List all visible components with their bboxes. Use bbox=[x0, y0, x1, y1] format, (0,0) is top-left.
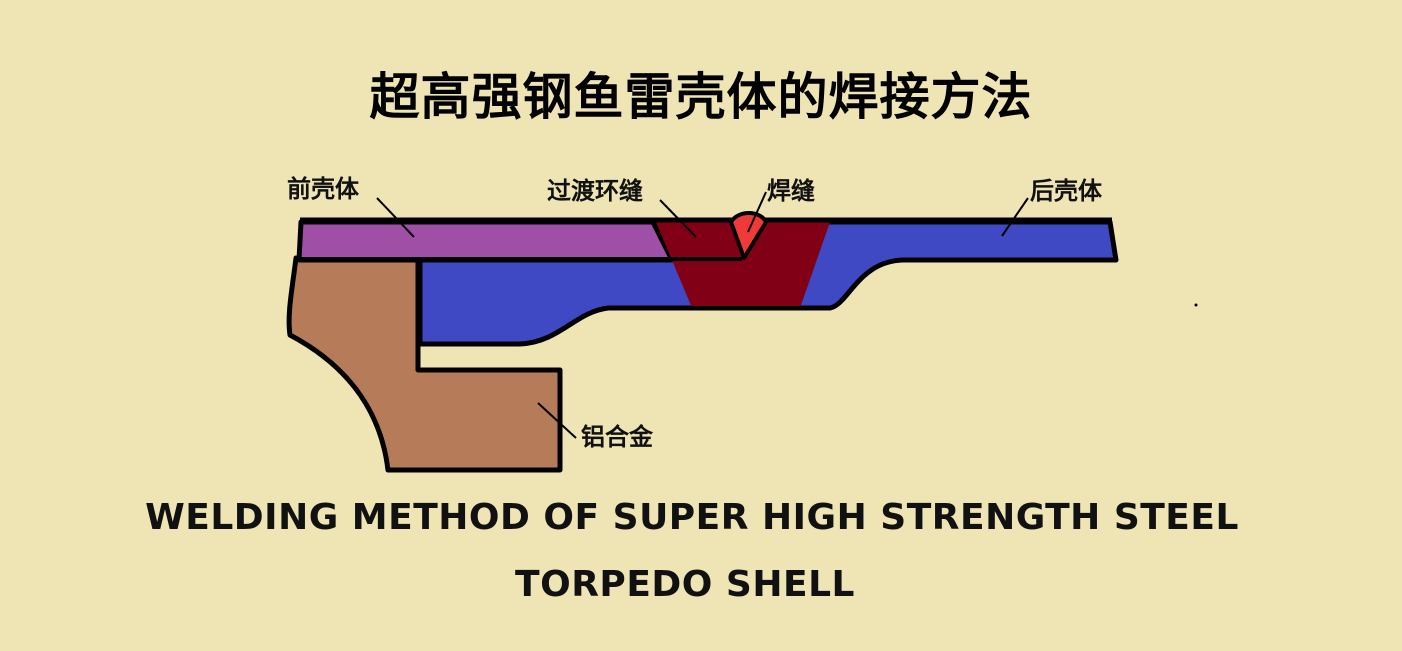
rear-shell-label: 后壳体 bbox=[1030, 177, 1102, 205]
aluminum-alloy-label: 铝合金 bbox=[581, 423, 653, 451]
transition-ring-leader bbox=[659, 199, 697, 238]
chinese-title: 超高强钢鱼雷壳体的焊接方法 bbox=[369, 68, 1033, 126]
aluminum-alloy-part bbox=[286, 255, 563, 473]
front-shell-part bbox=[296, 219, 675, 263]
rear-shell-leader bbox=[1001, 197, 1029, 237]
front-shell-leader bbox=[376, 197, 415, 238]
english-title-line-1: WELDING METHOD OF SUPER HIGH STRENGTH ST… bbox=[145, 497, 1239, 538]
weld-label: 焊缝 bbox=[767, 177, 815, 205]
weld-leader bbox=[747, 191, 767, 233]
transition-ring-label: 过渡环缝 bbox=[547, 177, 643, 205]
aluminum-alloy-leader bbox=[537, 402, 577, 439]
front-shell-label: 前壳体 bbox=[287, 175, 359, 203]
stray-dot bbox=[1194, 303, 1198, 307]
english-title-line-2: TORPEDO SHELL bbox=[515, 564, 855, 605]
weld-bead bbox=[729, 211, 768, 260]
transition-ring-part bbox=[656, 222, 830, 308]
